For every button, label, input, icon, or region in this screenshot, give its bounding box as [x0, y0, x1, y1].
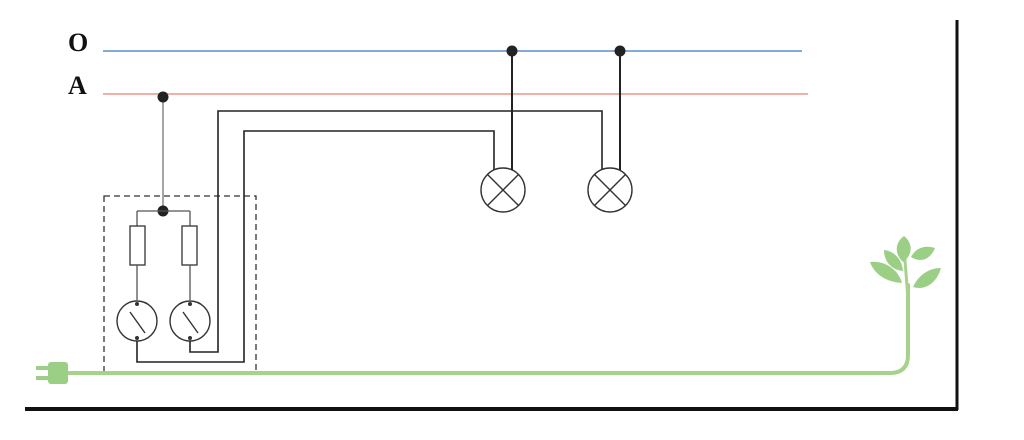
lamp1-feed-wire: [136, 130, 495, 363]
lamp1-neutral-dot: [506, 45, 518, 57]
switch-left: [116, 300, 158, 342]
fuse-right: [181, 225, 198, 266]
plant-icon: [870, 236, 941, 301]
plant-cable: [58, 283, 910, 375]
lamp-2: [587, 167, 633, 213]
phase-label: A: [68, 71, 87, 100]
plug-icon: [36, 362, 68, 384]
switch-box-enclosure: [103, 195, 257, 373]
lamp2-feed-wire: [189, 110, 603, 353]
switch-right: [169, 300, 211, 342]
lamp2-neutral-dot: [614, 45, 626, 57]
phase-junction-dot: [157, 91, 169, 103]
fuse-left: [129, 225, 146, 266]
neutral-label: O: [68, 28, 88, 57]
lamp-1: [480, 167, 526, 213]
